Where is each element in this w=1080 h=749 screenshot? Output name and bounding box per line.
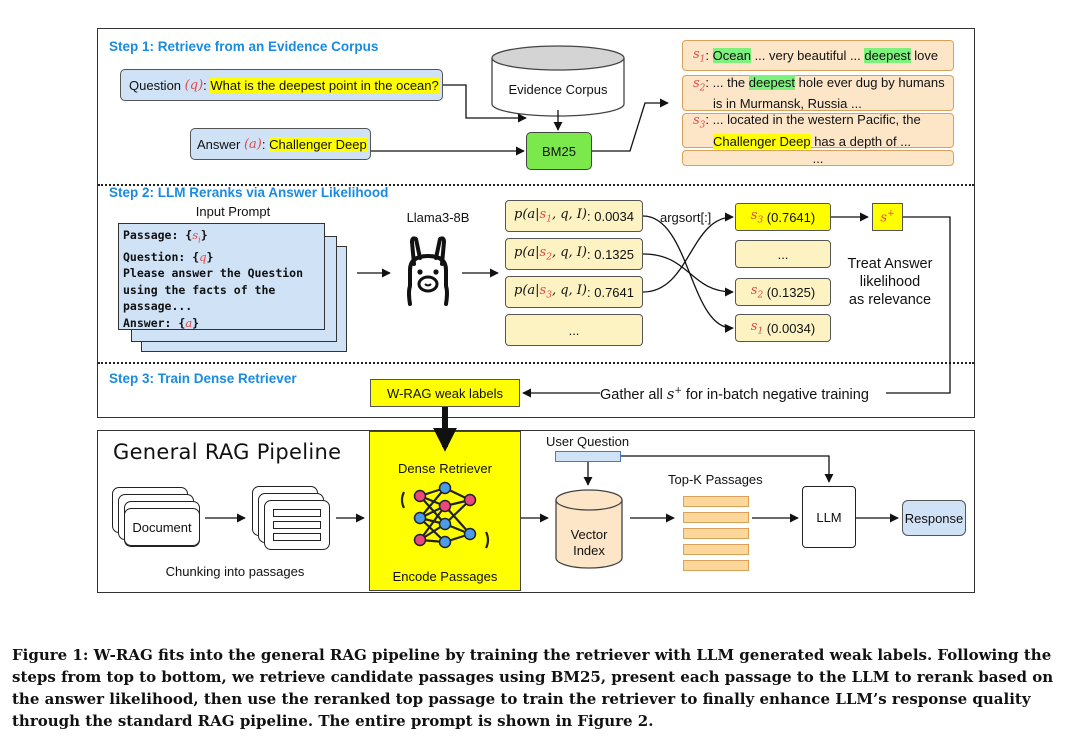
- user-question-label: User Question: [546, 434, 630, 449]
- s3-text-b: Challenger Deep: [713, 133, 811, 149]
- bm25-label: BM25: [542, 143, 576, 159]
- answer-label: Answer: [197, 136, 241, 152]
- topk-passage: [683, 544, 749, 555]
- document-box: Document: [124, 508, 200, 546]
- input-prompt-box: Passage: {si} Question: {q} Please answe…: [118, 223, 325, 330]
- step2-title: Step 2: LLM Reranks via Answer Likelihoo…: [109, 185, 389, 200]
- step-divider-2: [98, 362, 974, 364]
- s1-text-b: ... very beautiful ...: [750, 48, 865, 63]
- likelihood-more: ...: [505, 314, 643, 346]
- topk-passage: [683, 512, 749, 523]
- s1-sub: 1: [699, 54, 706, 65]
- passage-s2: s2: ... the deepest hole ever dug by hum…: [682, 74, 954, 112]
- passage-more: ...: [682, 150, 954, 166]
- s3-sub: 3: [699, 120, 706, 131]
- topk-passage: [683, 560, 749, 571]
- likelihood-s3: p(a|s3, q, I): 0.7641: [505, 276, 643, 308]
- s1-text-d: love: [910, 48, 939, 63]
- response-box: Response: [902, 500, 966, 536]
- ranked-s1: s1 (0.0034): [735, 314, 831, 342]
- bm25-box: BM25: [526, 132, 592, 170]
- argsort-label: argsort[:]: [660, 210, 712, 225]
- likelihood-s1: p(a|s1, q, I): 0.0034: [505, 200, 643, 232]
- chunks-stack: [264, 500, 330, 550]
- s2-text-d: is in Murmansk, Russia ...: [713, 96, 862, 112]
- model-label: Llama3-8B: [406, 210, 470, 225]
- question-box: Question (q): What is the deepest point …: [120, 69, 443, 101]
- s3-text-c: has a depth of ...: [810, 133, 912, 149]
- training-frame: [97, 28, 975, 418]
- pipeline-frame: [97, 430, 975, 593]
- input-prompt-label: Input Prompt: [195, 204, 271, 219]
- dense-retriever-label: Dense Retriever: [398, 461, 492, 476]
- s2-text-b: deepest: [748, 74, 796, 90]
- database-icon: [491, 45, 625, 117]
- llm-box: LLM: [802, 486, 856, 548]
- topk-passage: [683, 528, 749, 539]
- topk-passage: [683, 496, 749, 507]
- figure-caption: Figure 1: W-RAG fits into the general RA…: [12, 646, 1054, 730]
- s-plus-box: s+: [872, 203, 903, 231]
- treat-label: Treat Answer likelihood as relevance: [847, 256, 933, 308]
- gather-label: Gather all s+ for in-batch negative trai…: [600, 386, 869, 403]
- chunking-label: Chunking into passages: [165, 564, 305, 579]
- answer-var: (a): [243, 136, 262, 152]
- ranked-s3: s3 (0.7641): [735, 203, 831, 231]
- s1-text-a: Ocean: [712, 48, 751, 63]
- weak-labels-box: W-RAG weak labels: [370, 379, 520, 407]
- user-question-bar: [555, 451, 621, 462]
- vector-index-label: Vector Index: [570, 527, 608, 558]
- s1-text-c: deepest: [864, 48, 911, 63]
- answer-box: Answer (a): Challenger Deep: [190, 128, 371, 160]
- ranked-more: ...: [735, 240, 831, 268]
- s3-text-a: ... located in the western Pacific, the: [712, 112, 921, 128]
- question-label: Question: [129, 77, 182, 93]
- step3-title: Step 3: Train Dense Retriever: [109, 371, 297, 386]
- s1-var: s: [693, 46, 700, 62]
- likelihood-s2: p(a|s2, q, I): 0.1325: [505, 238, 643, 270]
- passage-s3: s3: ... located in the western Pacific, …: [682, 112, 954, 149]
- question-var: (q): [184, 77, 204, 93]
- corpus-label: Evidence Corpus: [508, 82, 608, 97]
- encode-label: Encode Passages: [392, 569, 498, 584]
- s2-text-a: ... the: [712, 74, 749, 90]
- vector-index-icon: [555, 489, 623, 569]
- s2-sub: 2: [699, 83, 706, 94]
- pipeline-title: General RAG Pipeline: [113, 440, 342, 464]
- step1-title: Step 1: Retrieve from an Evidence Corpus: [109, 39, 379, 54]
- neural-network-icon: [400, 481, 490, 549]
- ranked-s2: s2 (0.1325): [735, 278, 831, 306]
- step-divider-1: [98, 184, 974, 186]
- answer-text: Challenger Deep: [269, 136, 367, 152]
- passage-s1: s1: Ocean ... very beautiful ... deepest…: [682, 40, 954, 71]
- topk-label: Top-K Passages: [668, 472, 763, 487]
- s2-text-c: hole ever dug by humans: [795, 74, 945, 90]
- llama-icon: [407, 236, 449, 306]
- question-text: What is the deepest point in the ocean?: [210, 77, 439, 93]
